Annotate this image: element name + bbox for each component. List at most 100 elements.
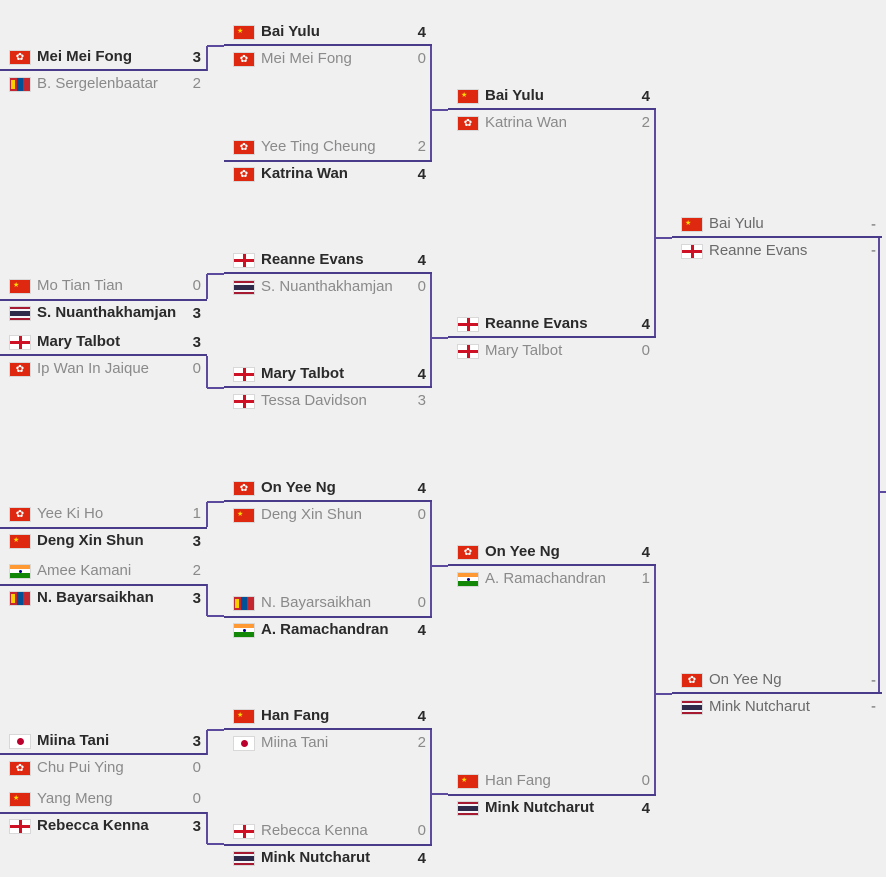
bracket-slot[interactable]: S. Nuanthakhamjan 3 bbox=[0, 299, 207, 325]
player-name: Mo Tian Tian bbox=[37, 277, 123, 294]
bracket-slot[interactable]: Mink Nutcharut- bbox=[672, 694, 882, 720]
player-name: On Yee Ng bbox=[709, 671, 782, 688]
china-flag-icon: ★ bbox=[9, 278, 31, 294]
player-score: 4 bbox=[417, 166, 426, 183]
player-name: Miina Tani bbox=[261, 734, 329, 751]
player-score: 4 bbox=[417, 480, 426, 497]
player-name: Deng Xin Shun bbox=[261, 506, 362, 523]
player-name: Yee Ki Ho bbox=[37, 505, 104, 522]
player-name: S. Nuanthakhamjan bbox=[37, 304, 177, 321]
player-name: Katrina Wan bbox=[485, 114, 567, 131]
bracket-slot[interactable]: Mary Talbot 4 bbox=[224, 362, 432, 388]
thailand-flag-icon bbox=[9, 305, 31, 321]
player-score: 0 bbox=[417, 278, 426, 295]
thailand-flag-icon bbox=[457, 800, 479, 816]
england-flag-icon bbox=[233, 823, 255, 839]
player-name: Ip Wan In Jaique bbox=[37, 360, 150, 377]
player-score: 3 bbox=[192, 49, 201, 66]
player-name: Reanne Evans bbox=[261, 251, 364, 268]
hong-kong-flag-icon: ✿ bbox=[457, 544, 479, 560]
player-score: 4 bbox=[641, 88, 650, 105]
player-score: 2 bbox=[192, 562, 201, 579]
player-name: B. Sergelenbaatar bbox=[37, 75, 158, 92]
england-flag-icon bbox=[233, 393, 255, 409]
player-name: Mink Nutcharut bbox=[261, 849, 371, 866]
thailand-flag-icon bbox=[681, 699, 703, 715]
bracket-slot[interactable]: Mink Nutcharut 4 bbox=[224, 844, 432, 870]
player-name: Deng Xin Shun bbox=[37, 532, 144, 549]
player-name: Mei Mei Fong bbox=[261, 50, 352, 67]
mongolia-flag-icon bbox=[233, 595, 255, 611]
bracket-slot[interactable]: ★ Yang Meng 0 bbox=[0, 786, 207, 812]
player-score: 4 bbox=[417, 366, 426, 383]
hong-kong-flag-icon: ✿ bbox=[9, 361, 31, 377]
bracket-slot[interactable]: ✿On Yee Ng- bbox=[672, 668, 882, 694]
player-score: - bbox=[871, 242, 876, 259]
player-score: 4 bbox=[417, 24, 426, 41]
player-score: 4 bbox=[641, 800, 650, 817]
china-flag-icon: ★ bbox=[9, 791, 31, 807]
hong-kong-flag-icon: ✿ bbox=[9, 49, 31, 65]
player-name: Rebecca Kenna bbox=[37, 817, 149, 834]
player-score: 0 bbox=[192, 360, 201, 377]
player-name: Han Fang bbox=[485, 772, 551, 789]
player-name: Mary Talbot bbox=[261, 365, 345, 382]
player-score: - bbox=[871, 672, 876, 689]
player-score: 0 bbox=[192, 790, 201, 807]
china-flag-icon: ★ bbox=[457, 773, 479, 789]
bracket-slot[interactable]: ★ Mo Tian Tian 0 bbox=[0, 273, 207, 299]
player-score: 4 bbox=[417, 622, 426, 639]
player-score: 4 bbox=[417, 850, 426, 867]
player-score: 3 bbox=[192, 590, 201, 607]
japan-flag-icon bbox=[9, 733, 31, 749]
player-name: Bai Yulu bbox=[485, 87, 544, 104]
player-name: On Yee Ng bbox=[485, 543, 560, 560]
bracket-slot[interactable]: Reanne Evans 4 bbox=[224, 248, 432, 274]
bracket-slot[interactable]: ✿ Ip Wan In Jaique 0 bbox=[0, 356, 207, 382]
player-score: 1 bbox=[192, 505, 201, 522]
player-score: 3 bbox=[192, 305, 201, 322]
player-name: Amee Kamani bbox=[37, 562, 132, 579]
bracket-slot[interactable]: Amee Kamani 2 bbox=[0, 558, 207, 584]
player-name: Yang Meng bbox=[37, 790, 113, 807]
player-score: 4 bbox=[417, 252, 426, 269]
bracket-slot[interactable]: ★Bai Yulu- bbox=[672, 212, 882, 238]
player-score: 0 bbox=[417, 506, 426, 523]
india-flag-icon bbox=[457, 571, 479, 587]
player-score: 0 bbox=[192, 277, 201, 294]
bracket-slot[interactable]: Reanne Evans- bbox=[672, 238, 882, 264]
player-score: - bbox=[871, 216, 876, 233]
player-name: Bai Yulu bbox=[709, 215, 764, 232]
